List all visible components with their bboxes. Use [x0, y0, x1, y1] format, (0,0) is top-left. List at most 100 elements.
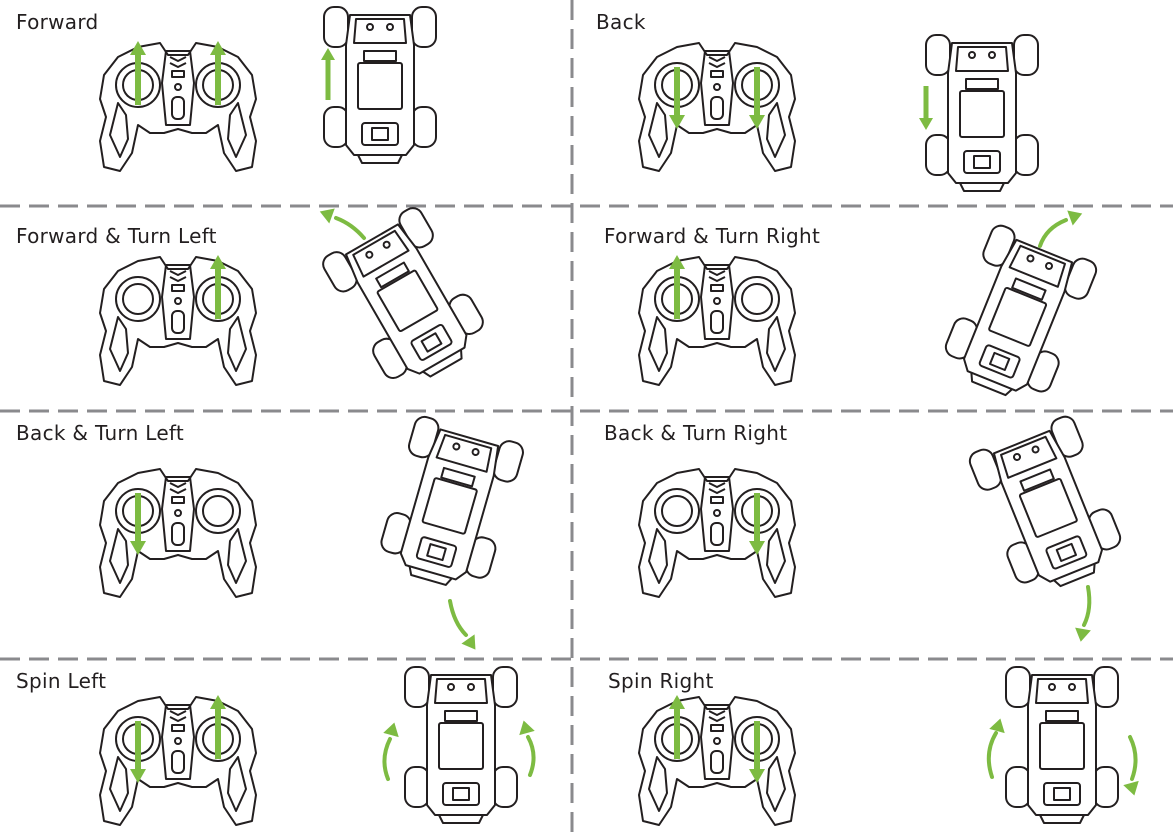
led-icon — [713, 83, 721, 91]
right-grip — [227, 756, 247, 812]
right-grip — [766, 316, 786, 372]
controller-body — [638, 696, 796, 826]
car-switch-icon — [1053, 787, 1071, 801]
center-button — [710, 750, 724, 774]
controller-body — [99, 256, 257, 386]
wheel — [411, 6, 437, 48]
center-button — [171, 310, 185, 334]
arrow-head-down-icon — [749, 115, 765, 129]
left-stick-well — [115, 276, 161, 322]
right-stick-arrow-icon — [749, 721, 765, 783]
car-motion-arrow-icon — [321, 48, 335, 100]
panel-title: Forward & Turn Left — [16, 224, 217, 248]
car-hood — [955, 46, 1009, 72]
arrow-head-icon — [1067, 210, 1083, 226]
car-motion-arrow-icon — [919, 86, 933, 130]
controller-center — [700, 476, 734, 552]
controller-center — [161, 50, 195, 126]
stick-arrows — [210, 255, 226, 319]
car-rear-panel — [442, 782, 480, 806]
arrow-head-icon — [989, 718, 1005, 734]
panel-illustration — [638, 210, 1098, 397]
car-icon — [404, 666, 518, 824]
car-hood — [1008, 244, 1066, 288]
arrow-shaft — [1128, 735, 1138, 781]
car-bumper — [422, 349, 463, 378]
car-bumper — [970, 372, 1013, 397]
left-grip — [648, 102, 668, 158]
car-cockpit — [357, 62, 403, 110]
headlight-icon — [471, 448, 480, 457]
arrow-head-up-icon — [210, 255, 226, 269]
controller-center — [700, 704, 734, 780]
arrow-shaft — [1082, 585, 1092, 627]
panel-forward-turn-left: Forward & Turn Left — [0, 206, 586, 411]
center-button — [710, 96, 724, 120]
wheel — [925, 134, 951, 176]
controller-center — [700, 50, 734, 126]
power-switch-icon — [171, 284, 185, 292]
car-rear-panel — [410, 324, 453, 361]
car-cockpit — [1039, 722, 1085, 770]
car-body — [345, 14, 415, 156]
arrow-head-icon — [1123, 780, 1139, 796]
controller-icon — [638, 42, 796, 172]
left-grip — [109, 102, 129, 158]
panel-illustration — [638, 666, 1139, 826]
left-grip — [648, 756, 668, 812]
panel-back-turn-left: Back & Turn Left — [0, 411, 586, 659]
right-grip — [766, 528, 786, 584]
headlight-icon — [452, 442, 461, 451]
arrow-shaft — [334, 216, 366, 240]
car-bumper — [1039, 814, 1085, 824]
left-grip — [109, 756, 129, 812]
power-switch-icon — [171, 70, 185, 78]
car-body — [962, 238, 1074, 392]
wheel — [1093, 766, 1119, 808]
panel-spin-right: Spin Right — [586, 659, 1172, 839]
stick-arrows — [130, 41, 226, 105]
panel-title: Back & Turn Left — [16, 421, 185, 445]
headlight-icon — [968, 51, 976, 59]
wheel — [492, 766, 518, 808]
panel-title: Forward — [16, 10, 99, 34]
panel-title: Spin Right — [608, 669, 714, 693]
panel-spin-left: Spin Left — [0, 659, 586, 839]
panel-title: Back & Turn Right — [604, 421, 788, 445]
controller-center — [161, 704, 195, 780]
headlight-icon — [1026, 254, 1035, 263]
car-hood — [1035, 678, 1089, 704]
controller-center — [161, 476, 195, 552]
vent-lines — [708, 710, 726, 722]
controller-body — [99, 468, 257, 598]
power-switch-icon — [171, 724, 185, 732]
headlight-icon — [366, 23, 374, 31]
arrow-shaft — [754, 721, 760, 769]
right-stick-arrow-icon — [749, 67, 765, 129]
arrow-head-down-icon — [919, 118, 933, 130]
right-stick-icon — [202, 495, 234, 527]
car-bumper — [1053, 563, 1096, 588]
power-switch-icon — [710, 496, 724, 504]
arrow-shaft — [448, 599, 468, 637]
center-button — [171, 750, 185, 774]
stick-arrows — [669, 255, 685, 319]
led-icon — [174, 737, 182, 745]
car-windshield — [444, 710, 478, 722]
car-body — [399, 428, 500, 581]
headlight-icon — [1048, 683, 1056, 691]
car-icon — [323, 6, 437, 164]
controller-body — [638, 42, 796, 172]
left-stick-arrow-icon — [130, 493, 146, 555]
controller-icon — [638, 695, 796, 826]
car-bumper — [959, 182, 1005, 192]
car-cockpit — [421, 477, 478, 535]
car-windshield — [1019, 468, 1055, 492]
car-icon — [968, 415, 1122, 588]
wheel — [492, 666, 518, 708]
car-rear-panel — [361, 122, 399, 146]
left-grip — [109, 528, 129, 584]
right-stick-arrow-icon — [210, 255, 226, 319]
headlight-icon — [467, 683, 475, 691]
